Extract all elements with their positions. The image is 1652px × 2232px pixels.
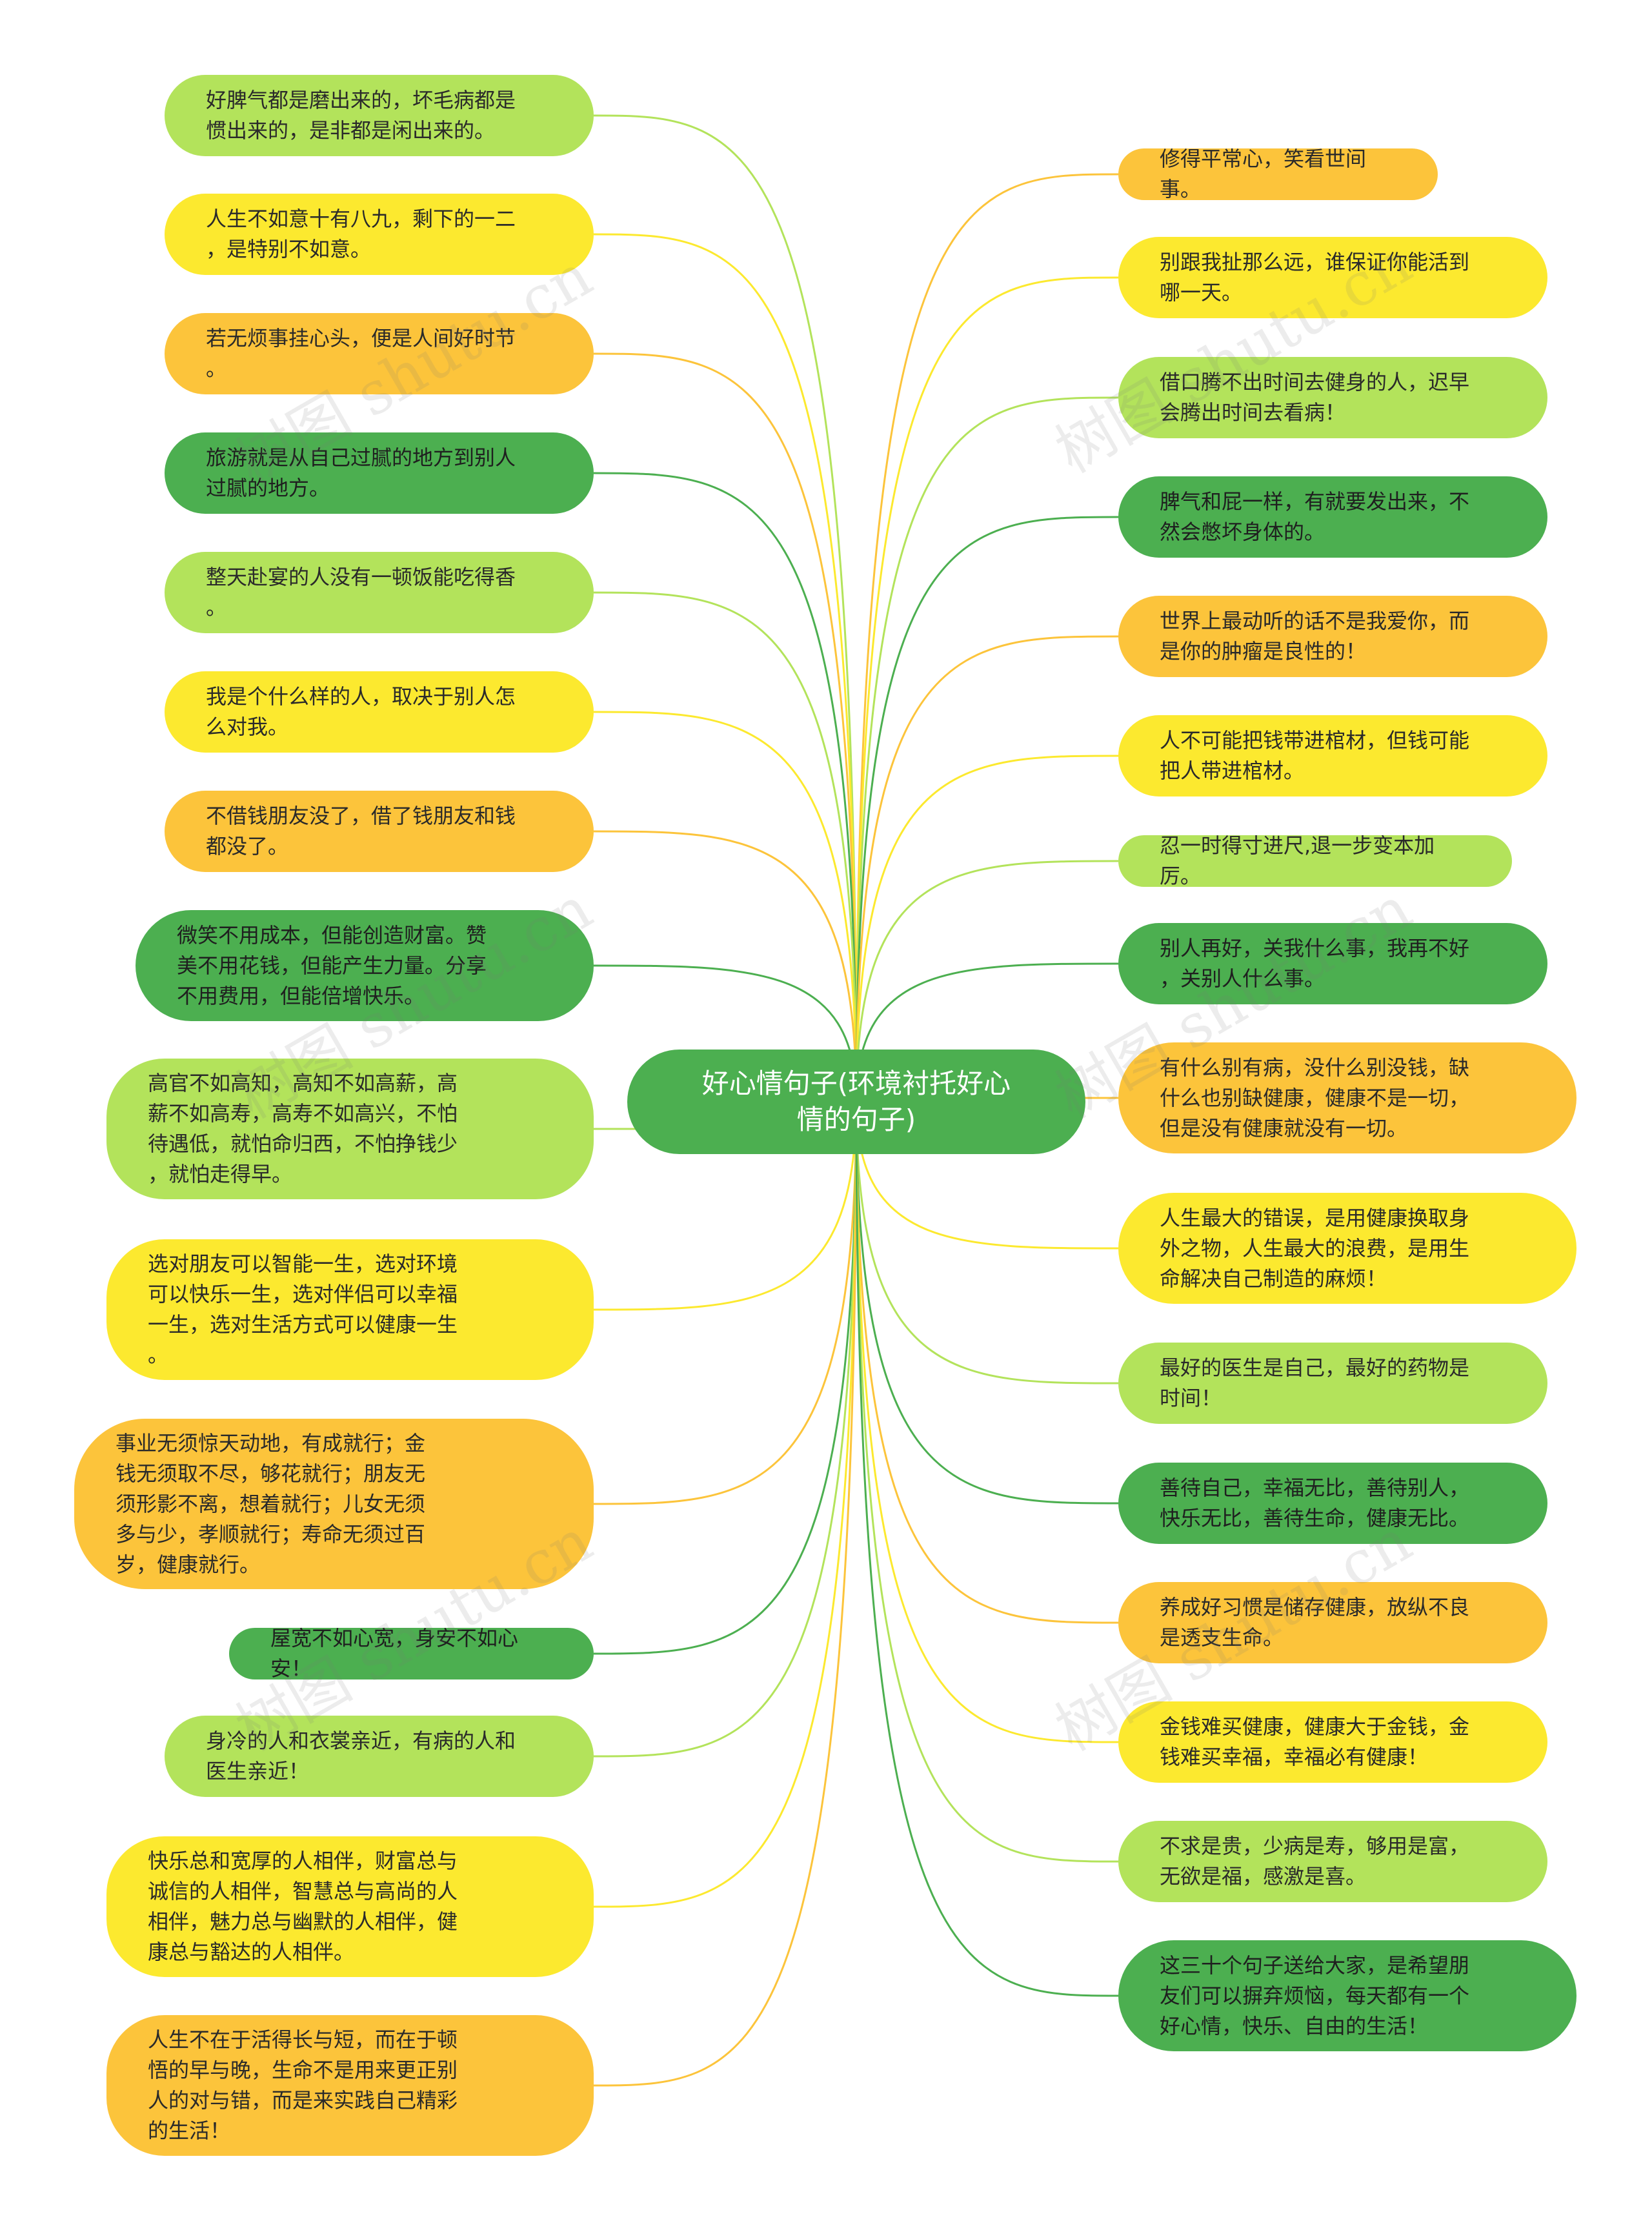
right-branch-node[interactable]: 脾气和屁一样，有就要发出来，不 然会憋坏身体的。 <box>1118 476 1547 558</box>
right-branch-node[interactable]: 人不可能把钱带进棺材，但钱可能 把人带进棺材。 <box>1118 715 1547 796</box>
right-branch-node[interactable]: 不求是贵，少病是寿，够用是富， 无欲是福，感激是喜。 <box>1118 1821 1547 1902</box>
left-connector-line <box>593 233 858 1102</box>
right-branch-node[interactable]: 世界上最动听的话不是我爱你，而 是你的肿瘤是良性的！ <box>1118 596 1547 677</box>
right-branch-node[interactable]: 忍一时得寸进尺,退一步变本加厉。 <box>1118 833 1512 888</box>
right-branch-node[interactable]: 人生最大的错误，是用健康换取身 外之物，人生最大的浪费，是用生 命解决自己制造的… <box>1118 1193 1576 1304</box>
left-branch-node[interactable]: 人生不在于活得长与短，而在于顿 悟的早与晚，生命不是用来更正别 人的对与错，而是… <box>106 2015 594 2156</box>
left-branch-node[interactable]: 微笑不用成本，但能创造财富。赞 美不用花钱，但能产生力量。分享 不用费用，但能倍… <box>136 910 594 1021</box>
left-connector-line <box>593 1101 858 1311</box>
left-connector-line <box>593 1101 858 1758</box>
left-branch-node[interactable]: 事业无须惊天动地，有成就行；金 钱无须取不尽，够花就行；朋友无 须形影不离，想着… <box>74 1419 594 1589</box>
left-connector-line <box>593 114 858 1102</box>
right-connector-line <box>855 396 1119 1102</box>
left-connector-line <box>593 711 858 1102</box>
right-connector-line <box>855 1101 1119 1505</box>
left-branch-node[interactable]: 好脾气都是磨出来的，坏毛病都是 惯出来的，是非都是闲出来的。 <box>165 75 594 156</box>
left-branch-node[interactable]: 旅游就是从自己过腻的地方到别人 过腻的地方。 <box>165 432 594 514</box>
left-branch-node[interactable]: 屋宽不如心宽，身安不如心安！ <box>229 1626 594 1681</box>
left-connector-line <box>593 830 858 1102</box>
left-branch-node[interactable]: 人生不如意十有八九，剩下的一二 ，是特别不如意。 <box>165 194 594 275</box>
right-branch-node[interactable]: 借口腾不出时间去健身的人，迟早 会腾出时间去看病！ <box>1118 357 1547 438</box>
right-branch-node[interactable]: 善待自己，幸福无比，善待别人， 快乐无比，善待生命，健康无比。 <box>1118 1463 1547 1544</box>
left-connector-line <box>593 352 858 1102</box>
right-connector-line <box>855 1101 1119 1863</box>
left-branch-node[interactable]: 选对朋友可以智能一生，选对环境 可以快乐一生，选对伴侣可以幸福 一生，选对生活方… <box>106 1239 594 1380</box>
left-connector-line <box>593 1101 858 1505</box>
right-branch-node[interactable]: 养成好习惯是储存健康，放纵不良 是透支生命。 <box>1118 1582 1547 1663</box>
right-branch-node[interactable]: 别跟我扯那么远，谁保证你能活到 哪一天。 <box>1118 237 1547 318</box>
left-connector-line <box>593 591 858 1102</box>
left-connector-line <box>593 1101 858 2087</box>
right-connector-line <box>855 1101 1119 1250</box>
left-connector-line <box>593 1101 858 1908</box>
right-connector-line <box>855 1101 1119 1997</box>
right-branch-node[interactable]: 有什么别有病，没什么别没钱，缺 什么也别缺健康，健康不是一切， 但是没有健康就没… <box>1118 1042 1576 1153</box>
right-connector-line <box>855 276 1119 1102</box>
left-branch-node[interactable]: 高官不如高知，高知不如高薪，高 薪不如高寿，高寿不如高兴，不怕 待遇低，就怕命归… <box>106 1059 594 1199</box>
right-branch-node[interactable]: 修得平常心，笑看世间事。 <box>1118 147 1438 201</box>
right-branch-node[interactable]: 金钱难买健康，健康大于金钱，金 钱难买幸福，幸福必有健康！ <box>1118 1701 1547 1783</box>
left-branch-node[interactable]: 不借钱朋友没了，借了钱朋友和钱 都没了。 <box>165 791 594 872</box>
right-connector-line <box>855 1101 1119 1743</box>
left-branch-node[interactable]: 我是个什么样的人，取决于别人怎 么对我。 <box>165 671 594 753</box>
right-branch-node[interactable]: 别人再好，关我什么事，我再不好 ，关别人什么事。 <box>1118 923 1547 1004</box>
right-connector-line <box>855 516 1119 1102</box>
right-connector-line <box>855 1101 1119 1385</box>
left-branch-node[interactable]: 若无烦事挂心头，便是人间好时节 。 <box>165 313 594 394</box>
left-connector-line <box>593 1101 858 1655</box>
right-connector-line <box>855 173 1119 1102</box>
right-branch-node[interactable]: 最好的医生是自己，最好的药物是 时间！ <box>1118 1343 1547 1424</box>
left-branch-node[interactable]: 身冷的人和衣裳亲近，有病的人和 医生亲近！ <box>165 1716 594 1797</box>
right-connector-line <box>855 755 1119 1102</box>
right-connector-line <box>855 635 1119 1102</box>
right-branch-node[interactable]: 这三十个句子送给大家，是希望朋 友们可以摒弃烦恼，每天都有一个 好心情，快乐、自… <box>1118 1940 1576 2051</box>
root-topic[interactable]: 好心情句子(环境衬托好心 情的句子) <box>627 1050 1085 1154</box>
left-branch-node[interactable]: 整天赴宴的人没有一顿饭能吃得香 。 <box>165 552 594 633</box>
left-branch-node[interactable]: 快乐总和宽厚的人相伴，财富总与 诚信的人相伴，智慧总与高尚的人 相伴，魅力总与幽… <box>106 1836 594 1977</box>
right-connector-line <box>855 1101 1119 1624</box>
left-connector-line <box>593 472 858 1102</box>
right-connector-line <box>855 860 1119 1102</box>
